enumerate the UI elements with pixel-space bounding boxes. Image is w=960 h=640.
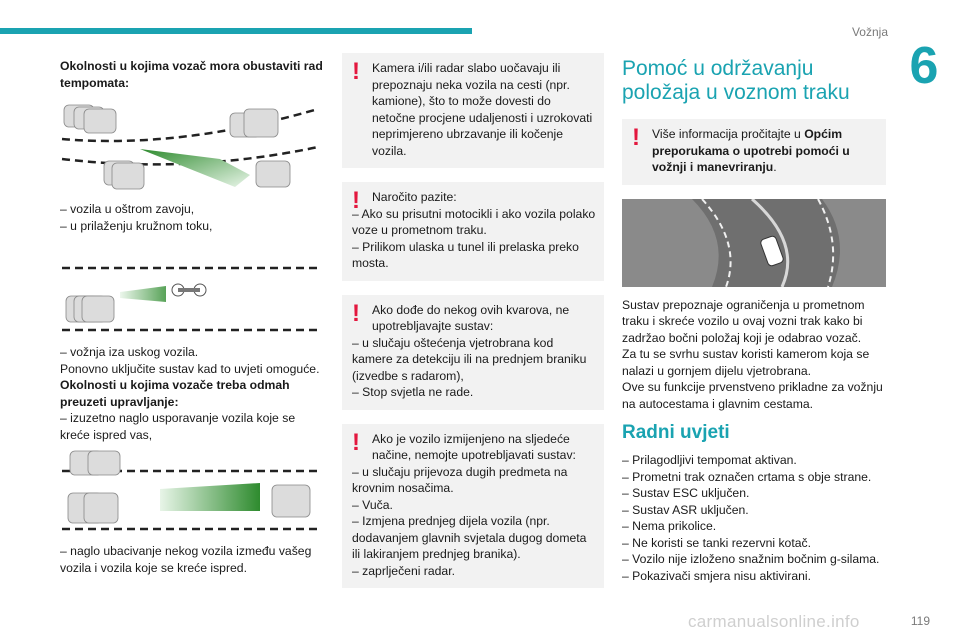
exclamation-icon: ! [352,428,360,456]
condition-item: – Sustav ASR uključen. [622,502,749,517]
illustration-braking [60,449,320,537]
condition-item: – Vozilo nije izloženo snažnim bočnim g-… [622,552,880,566]
section-title: Vožnja [851,25,888,39]
paragraph: Sustav prepoznaje ograničenja u prometno… [622,297,865,345]
warning-item: – Stop svjetla ne rade. [352,385,474,399]
column-left: Okolnosti u kojima vozač mora obustaviti… [60,58,328,576]
warning-box: ! Ako dođe do nekog ovih kvarova, ne upo… [342,294,604,410]
list-item: – izuzetno naglo usporavanje vozila koje… [60,411,296,442]
warning-item: – Ako su prisutni motocikli i ako vozila… [352,206,596,238]
warning-box: ! Naročito pazite: – Ako su prisutni mot… [342,182,604,281]
exclamation-icon: ! [352,187,360,214]
heading-takeover-conditions: Okolnosti u kojima vozače treba odmah pr… [60,378,290,409]
braking-svg [62,450,318,531]
curve-illustration-svg [61,104,319,190]
info-text: Više informacija pročitajte u Općim prep… [632,126,878,176]
warning-text: Ako dođe do nekog ovih kvarova, ne upotr… [372,302,570,334]
condition-item: – Nema prikolice. [622,519,717,533]
paragraph: Ove su funkcije prvenstveno prikladne za… [622,380,883,411]
exclamation-icon: ! [352,58,360,85]
paragraph: Za tu se svrhu sustav koristi kamerom ko… [622,347,870,378]
list-item: – u prilaženju kružnom toku, [60,218,213,233]
column-middle: ! Kamera i/ili radar slabo uočavaju ili … [342,53,604,602]
warning-text: Naročito pazite: [372,190,457,204]
info-box: ! Više informacija pročitajte u Općim pr… [622,119,886,185]
watermark-text: carmanualsonline.info [688,612,860,631]
condition-item: – Sustav ESC uključen. [622,486,750,500]
warning-item: – zaprlječeni radar. [352,563,455,578]
info-link-text: Općim preporukama o upotrebi pomoći u vo… [652,127,850,174]
list-item: – vozila u oštrom zavoju, [60,202,195,216]
narrow-vehicle-svg [62,266,318,332]
warning-item: – Vuča. [352,497,393,512]
warning-item: – u slučaju prijevoza dugih predmeta na … [352,464,568,496]
warning-item: – u slučaju oštećenja vjetrobrana kod ka… [352,335,587,383]
heading-stop-conditions: Okolnosti u kojima vozač mora obustaviti… [60,59,323,90]
warning-box: ! Ako je vozilo izmijenjeno na sljedeće … [342,423,604,588]
page-number: 119 [910,614,930,628]
warning-box: ! Kamera i/ili radar slabo uočavaju ili … [342,53,604,168]
section-heading: Pomoć u održavanju položaja u voznom tra… [622,57,850,104]
exclamation-icon: ! [632,124,640,151]
chapter-number: 6 [909,37,939,95]
condition-item: – Prilagodljivi tempomat aktivan. [622,453,797,467]
warning-text: Ako je vozilo izmijenjeno na sljedeće na… [372,431,576,463]
info-prefix: Više informacija pročitajte u [652,127,805,141]
exclamation-icon: ! [352,299,360,327]
lane-keeping-photo [622,198,886,287]
condition-item: – Pokazivači smjera nisu aktivirani. [622,568,811,583]
lane-photo-svg [622,198,886,287]
header-accent-bar [0,28,472,34]
info-suffix: . [773,160,777,174]
illustration-narrow-vehicle [60,258,320,338]
illustration-curve-cars [60,99,320,195]
condition-item: – Prometni trak označen crtama s obje st… [622,469,872,484]
subsection-heading: Radni uvjeti [622,422,730,443]
warning-item: – Izmjena prednjeg dijela vozila (npr. d… [352,514,587,561]
list-item: – naglo ubacivanje nekog vozila između v… [60,544,312,575]
condition-item: – Ne koristi se tanki rezervni kotač. [622,535,811,550]
warning-text: Kamera i/ili radar slabo uočavaju ili pr… [372,61,593,158]
note-text: Ponovno uključite sustav kad to uvjeti o… [60,361,320,376]
warning-item: – Prilikom ulaska u tunel ili prelaska p… [352,239,579,271]
column-right: Pomoć u održavanju položaja u voznom tra… [622,55,886,584]
list-item: – vožnja iza uskog vozila. [60,345,199,359]
